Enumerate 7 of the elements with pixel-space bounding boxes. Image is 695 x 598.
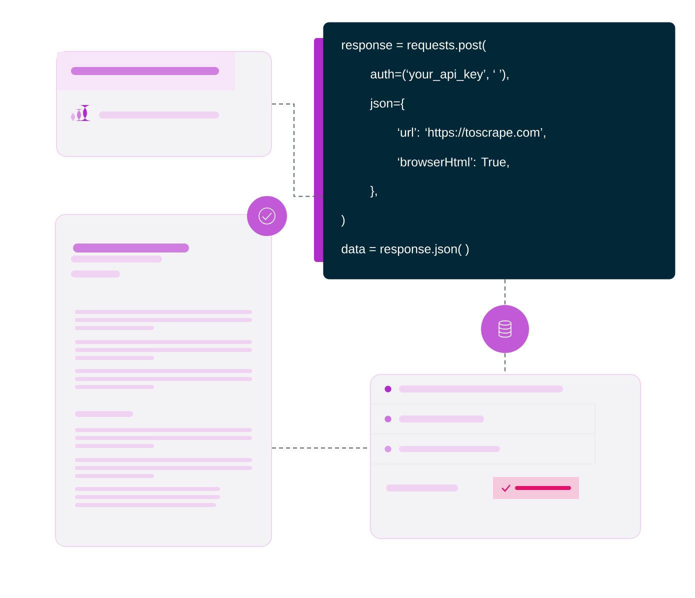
info-card — [56, 51, 272, 157]
connector-line — [272, 104, 324, 197]
document-page — [55, 214, 272, 547]
connector-line — [504, 278, 506, 306]
database-badge — [481, 305, 529, 353]
results-card — [370, 374, 641, 539]
code-panel: response = requests.post( auth=(‘your_api_key’, ‘ ’), json={ ‘url’: ‘https://toscrape.com’, ‘browserHtml’: True, }, ) data = response.json( ) — [314, 22, 676, 280]
